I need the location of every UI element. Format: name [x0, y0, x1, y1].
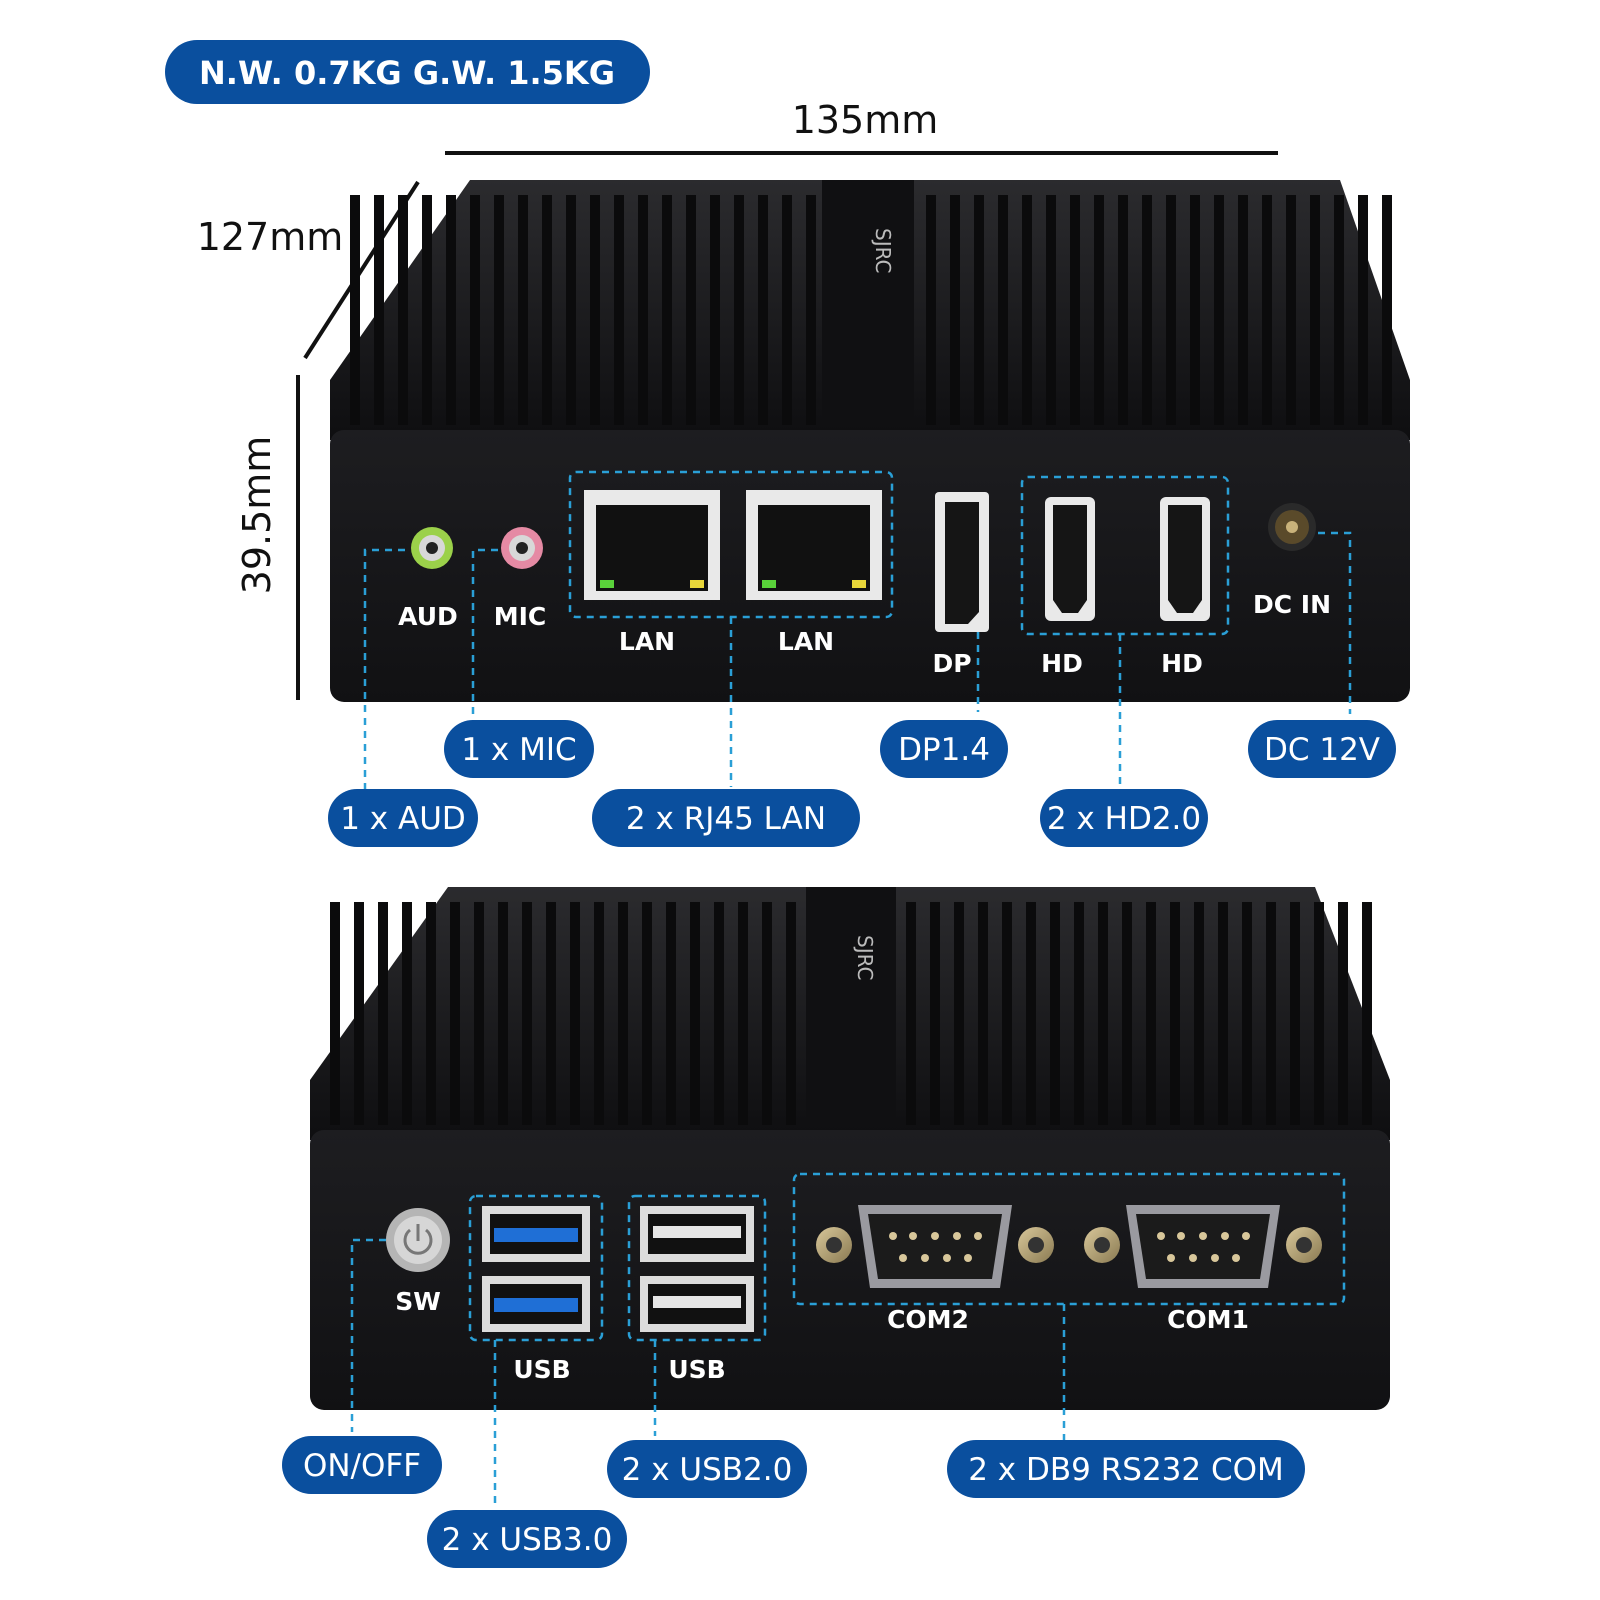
hd-port-1 — [1045, 497, 1095, 621]
hd2-port-label: HD — [1161, 649, 1203, 678]
callout-lan: 2 x RJ45 LAN — [592, 789, 860, 847]
back-unit: SJRC SW USB — [310, 887, 1390, 1410]
front-leader-lines — [363, 531, 1352, 790]
callout-com: 2 x DB9 RS232 COM — [947, 1440, 1305, 1498]
dimension-height-label: 39.5mm — [235, 436, 279, 595]
callout-onoff-text: ON/OFF — [303, 1448, 421, 1484]
dp-port-label: DP — [932, 649, 971, 678]
callout-dp: DP1.4 — [880, 720, 1008, 778]
callout-hd-text: 2 x HD2.0 — [1047, 801, 1201, 837]
callout-hd: 2 x HD2.0 — [1040, 789, 1208, 847]
callout-aud: 1 x AUD — [328, 789, 478, 847]
back-leader-lines — [350, 1238, 1066, 1508]
com1-port — [1084, 1205, 1322, 1288]
callout-usb2: 2 x USB2.0 — [607, 1440, 807, 1498]
callout-usb3: 2 x USB3.0 — [427, 1510, 627, 1568]
dp-port — [935, 492, 989, 632]
callout-aud-text: 1 x AUD — [340, 801, 466, 837]
aud-port-label: AUD — [398, 602, 458, 631]
power-button — [386, 1208, 450, 1272]
dimension-width: 135mm — [445, 98, 1278, 155]
front-brand-mark: SJRC — [871, 228, 895, 273]
back-brand-mark: SJRC — [853, 935, 877, 980]
com2-port — [816, 1205, 1054, 1288]
lan1-port-label: LAN — [619, 627, 675, 656]
usb3-port-1 — [482, 1206, 590, 1262]
mic-port-label: MIC — [494, 602, 547, 631]
hd1-port-label: HD — [1041, 649, 1083, 678]
weight-badge-text: N.W. 0.7KG G.W. 1.5KG — [199, 54, 615, 92]
weight-badge: N.W. 0.7KG G.W. 1.5KG — [165, 40, 650, 104]
lan-port-2 — [746, 490, 882, 600]
com-group-box — [792, 1172, 1346, 1306]
usb2-port-label: USB — [668, 1355, 725, 1384]
dimension-width-label: 135mm — [792, 98, 939, 142]
dimension-depth: 127mm — [197, 180, 420, 360]
usb2-port-2 — [640, 1276, 754, 1332]
hd-port-2 — [1160, 497, 1210, 621]
callout-mic: 1 x MIC — [444, 720, 594, 778]
callout-mic-text: 1 x MIC — [461, 732, 576, 768]
front-unit: SJRC AUD MIC LAN LA — [330, 180, 1410, 702]
aud-jack — [411, 527, 453, 569]
callout-dp-text: DP1.4 — [898, 732, 990, 768]
dc-in-port-label: DC IN — [1253, 590, 1331, 619]
callout-dc-text: DC 12V — [1264, 732, 1380, 768]
callout-dc: DC 12V — [1248, 720, 1396, 778]
dimension-height: 39.5mm — [235, 375, 300, 700]
sw-port-label: SW — [395, 1287, 441, 1316]
dimension-depth-label: 127mm — [197, 215, 344, 259]
front-heatsink-fins — [350, 195, 1392, 425]
back-heatsink-fins — [330, 902, 1372, 1125]
usb2-group-box — [627, 1194, 767, 1342]
com1-port-label: COM1 — [1167, 1305, 1249, 1334]
hd-group-box — [1020, 475, 1230, 636]
usb3-port-label: USB — [513, 1355, 570, 1384]
lan-port-1 — [584, 490, 720, 600]
usb3-group-box — [468, 1194, 604, 1342]
callout-onoff: ON/OFF — [282, 1436, 442, 1494]
callout-usb2-text: 2 x USB2.0 — [622, 1452, 793, 1488]
callout-usb3-text: 2 x USB3.0 — [442, 1522, 613, 1558]
usb2-port-1 — [640, 1206, 754, 1262]
com2-port-label: COM2 — [887, 1305, 969, 1334]
dc-in-jack — [1268, 503, 1316, 551]
mic-jack — [501, 527, 543, 569]
usb3-port-2 — [482, 1276, 590, 1332]
callout-com-text: 2 x DB9 RS232 COM — [968, 1452, 1284, 1488]
lan2-port-label: LAN — [778, 627, 834, 656]
callout-lan-text: 2 x RJ45 LAN — [626, 801, 826, 837]
